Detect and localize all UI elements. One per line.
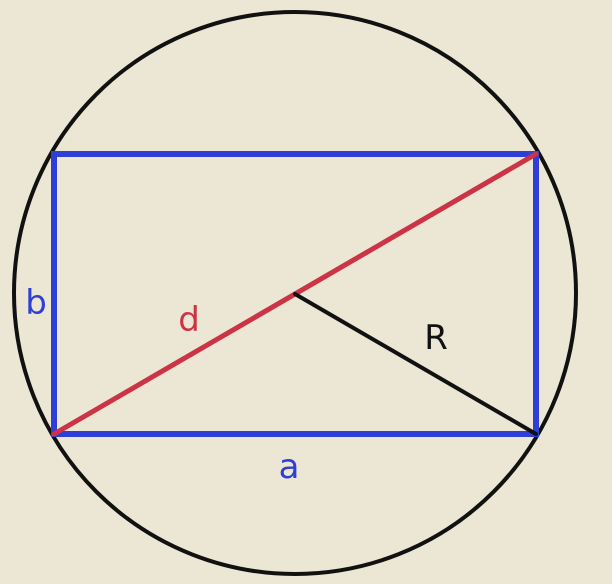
label-b: b [25,283,47,323]
radius-r [293,292,538,436]
inscribed-rectangle [51,151,539,437]
label-a: a [279,447,300,487]
circumscribed-circle [12,10,578,576]
label-d: d [178,300,200,340]
label-r: R [424,318,448,358]
